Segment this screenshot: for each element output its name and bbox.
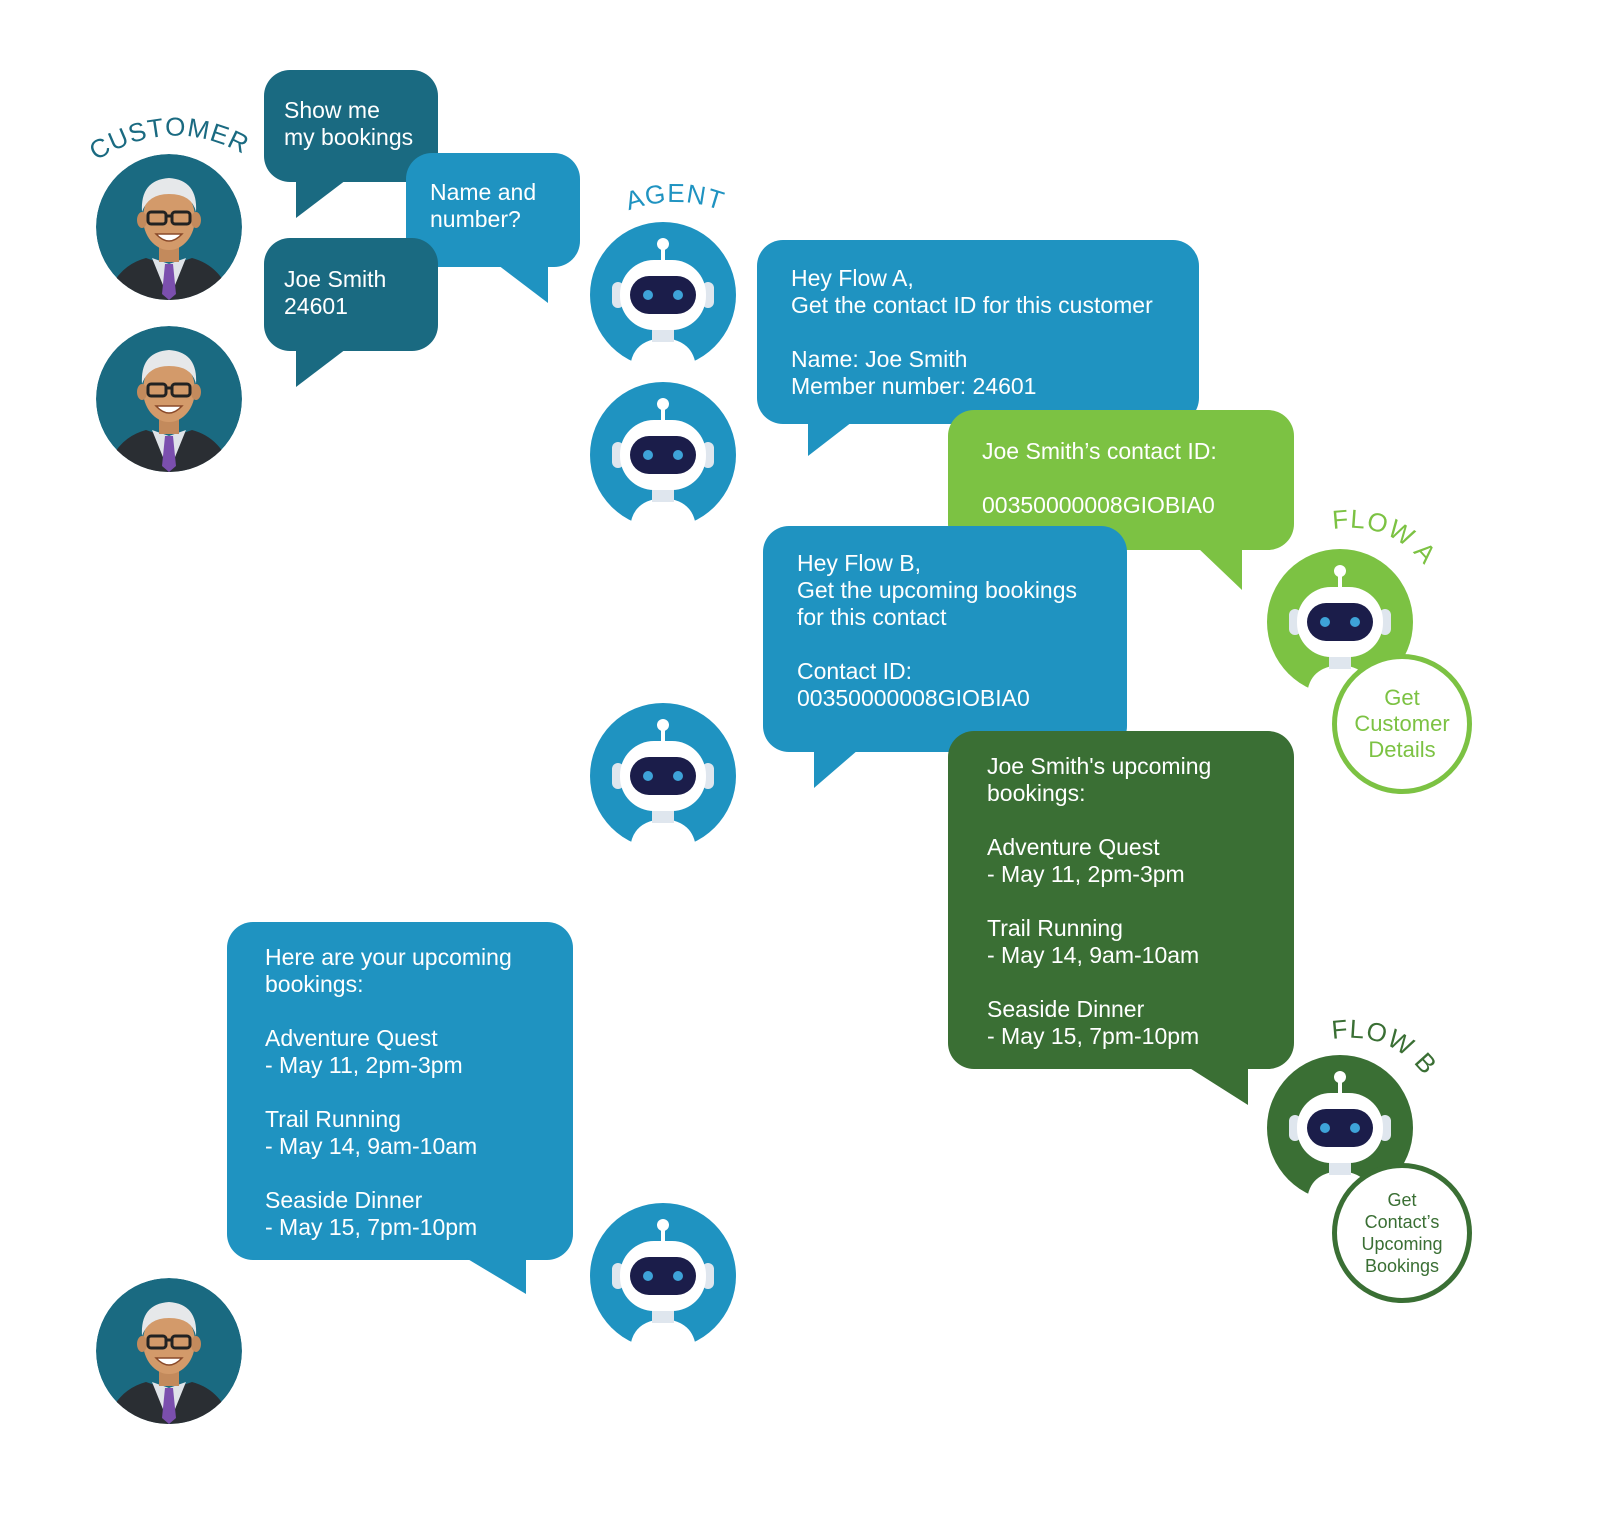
bubble-tail — [808, 422, 852, 456]
bubble-tail — [814, 750, 858, 788]
agent-robot-icon — [590, 1203, 736, 1349]
bubble-tail — [296, 180, 346, 218]
agent-robot-icon — [590, 382, 736, 528]
bubble-tail — [498, 265, 548, 303]
agent-to-flow-a-bubble: Hey Flow A, Get the contact ID for this … — [757, 240, 1199, 424]
customer-avatar-icon — [96, 326, 242, 472]
customer-answer-bubble: Joe Smith 24601 — [264, 238, 438, 351]
svg-text:AGENT: AGENT — [622, 178, 729, 216]
agent-robot-icon — [590, 222, 736, 368]
bubble-tail — [1188, 1067, 1248, 1105]
customer-avatar-icon — [96, 1278, 242, 1424]
agent-label: AGENT — [622, 178, 729, 216]
customer-request-bubble: Show me my bookings — [264, 70, 438, 182]
agent-question-bubble: Name and number? — [406, 153, 580, 267]
bubble-tail — [1198, 548, 1242, 590]
agent-to-customer-bubble: Here are your upcoming bookings: Adventu… — [227, 922, 573, 1260]
bubble-tail — [296, 349, 346, 387]
flow-b-reply-bubble: Joe Smith's upcoming bookings: Adventure… — [948, 731, 1294, 1069]
bubble-tail — [466, 1258, 526, 1294]
flow-a-name: Get Customer Details — [1332, 654, 1472, 794]
agent-to-flow-b-bubble: Hey Flow B, Get the upcoming bookings fo… — [763, 526, 1127, 752]
agent-robot-icon — [590, 703, 736, 849]
flow-b-name: Get Contact’s Upcoming Bookings — [1332, 1163, 1472, 1303]
customer-avatar-icon — [96, 154, 242, 300]
